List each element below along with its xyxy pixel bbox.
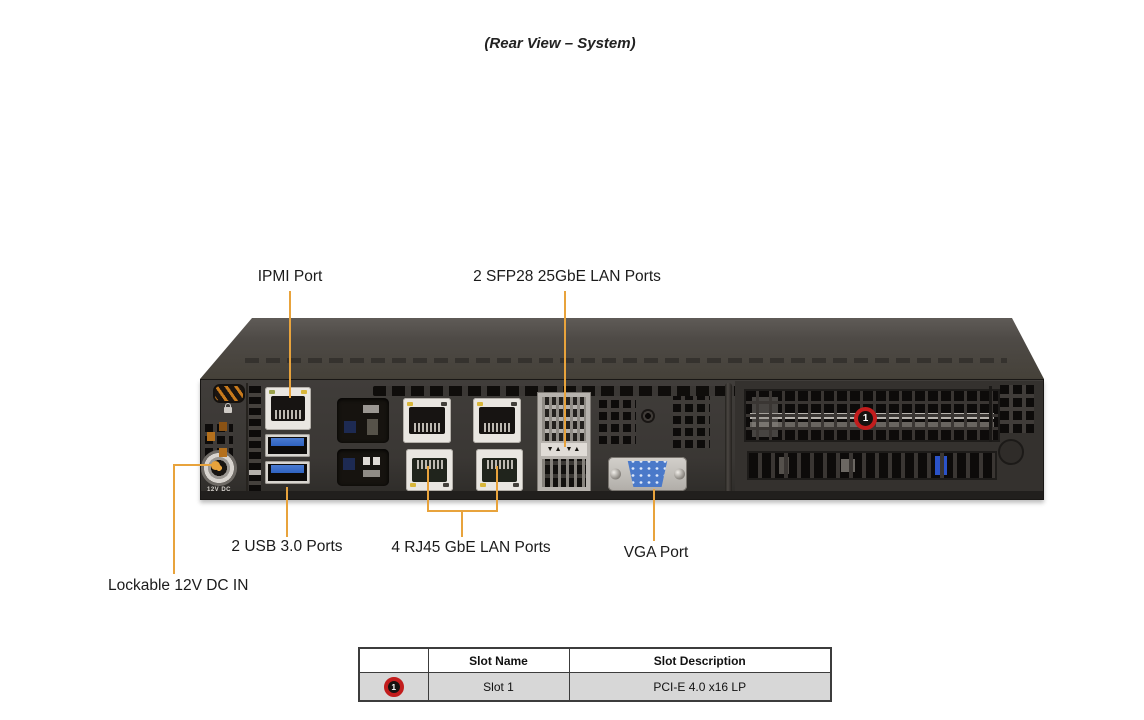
page-title: (Rear View – System)	[484, 35, 636, 52]
callout-line-dc-horizontal	[174, 464, 214, 466]
connector-glimpse	[363, 470, 380, 477]
lan-port-4	[476, 449, 523, 491]
connector-glimpse	[363, 457, 370, 465]
callout-line-ipmi	[289, 291, 291, 398]
connector-glimpse	[373, 457, 380, 465]
connector-glimpse	[344, 421, 356, 433]
lan-led	[513, 483, 519, 487]
callout-line-usb	[286, 487, 288, 537]
lan-led	[410, 483, 416, 487]
top-vent-slots	[245, 358, 1007, 363]
bracket-divider	[989, 386, 992, 442]
card-edge-streak	[752, 397, 778, 437]
vent-orange-glimpse	[207, 432, 215, 441]
vga-port	[608, 457, 687, 491]
callout-line-rj45-bridge	[427, 510, 498, 512]
vga-screw-left	[610, 468, 621, 480]
lan-led	[441, 402, 447, 406]
callout-line-sfp	[564, 291, 566, 447]
server-chassis: 12V DC	[200, 318, 1044, 500]
callout-line-dc-vertical	[173, 464, 175, 574]
lan-pins	[486, 460, 513, 469]
connector-glimpse	[367, 419, 378, 435]
header-slot-name: Slot Name	[427, 647, 570, 673]
vent-orange-glimpse	[219, 422, 227, 431]
connector-glimpse	[841, 459, 855, 472]
usb3-port-2	[265, 461, 310, 484]
cell-slot-description: PCI-E 4.0 x16 LP	[568, 672, 832, 702]
callout-line-rj45-left	[427, 466, 429, 512]
chassis-rear-panel: 12V DC	[200, 379, 1044, 500]
lan-port-2	[473, 398, 521, 443]
right-vent-grid	[1000, 385, 1034, 433]
chassis-top-surface	[200, 318, 1044, 379]
lan-led	[477, 402, 483, 406]
callout-line-vga	[653, 489, 655, 541]
callout-dot-dc	[211, 461, 220, 470]
ipmi-pins	[275, 410, 301, 419]
lock-icon	[224, 403, 232, 413]
usb-blue-tongue	[271, 465, 304, 473]
chassis-bottom-edge	[201, 491, 1043, 499]
cell-slot-name: Slot 1	[427, 672, 570, 702]
lan-pins	[416, 460, 443, 469]
ipmi-led-right	[301, 390, 307, 394]
lan-led	[480, 483, 486, 487]
lan-led	[407, 402, 413, 406]
callout-line-rj45-right	[496, 466, 498, 512]
connector-glimpse	[343, 458, 355, 470]
slot-table-row: 1 Slot 1 PCI-E 4.0 x16 LP	[358, 672, 832, 702]
slot-1-marker: 1	[854, 407, 877, 430]
mid-vent-grid-b	[673, 396, 710, 448]
label-vga-port: VGA Port	[623, 544, 689, 561]
label-sfp-ports: 2 SFP28 25GbE LAN Ports	[473, 268, 661, 285]
io-cutout-upper	[337, 398, 389, 443]
connector-glimpse	[779, 457, 789, 474]
header-slot-description: Slot Description	[568, 647, 832, 673]
usb-blue-tongue	[271, 438, 304, 446]
ipmi-led-left	[269, 390, 275, 394]
lan-pins	[484, 423, 510, 432]
sfp-lower-slot	[542, 459, 586, 487]
kensington-lock-slot	[213, 384, 245, 403]
lower-perforated-row	[747, 451, 997, 480]
mid-vent-grid-a	[599, 397, 636, 444]
cell-marker: 1	[358, 672, 429, 702]
ipmi-port	[265, 387, 311, 430]
narrow-vent-column	[249, 386, 261, 492]
vga-db15-connector	[627, 461, 668, 487]
label-rj45-ports: 4 RJ45 GbE LAN Ports	[391, 539, 551, 556]
usb3-port-1	[265, 434, 310, 457]
label-dc-in: Lockable 12V DC IN	[108, 577, 249, 594]
vent-silver-glimpse	[249, 470, 261, 475]
header-marker	[358, 647, 429, 673]
upper-vent-row	[373, 386, 863, 396]
sfp-arrow-strip: ▼▲ ▼▲	[541, 443, 587, 456]
label-usb-ports: 2 USB 3.0 Ports	[231, 538, 343, 555]
dc-power-label: 12V DC	[206, 487, 231, 493]
bracket-seam	[725, 383, 732, 497]
vent-orange-glimpse	[219, 448, 227, 457]
blue-connector-glimpse	[935, 456, 947, 475]
slot-table: Slot Name Slot Description 1 Slot 1 PCI-…	[358, 647, 832, 702]
lan-pins	[414, 423, 440, 432]
lan-port-1	[403, 398, 451, 443]
io-cutout-lower	[337, 449, 389, 486]
slot-1-badge: 1	[383, 676, 404, 697]
slot-table-header-row: Slot Name Slot Description	[358, 647, 832, 673]
label-ipmi-port: IPMI Port	[257, 268, 323, 285]
lan-led	[511, 402, 517, 406]
thumbscrew	[998, 439, 1024, 465]
panel-groove	[246, 383, 248, 495]
callout-line-rj45-stem	[461, 512, 463, 537]
vga-screw-right	[674, 468, 685, 480]
connector-glimpse	[363, 405, 379, 413]
screw-hole	[641, 409, 655, 423]
lan-port-3	[406, 449, 453, 491]
lan-led	[443, 483, 449, 487]
